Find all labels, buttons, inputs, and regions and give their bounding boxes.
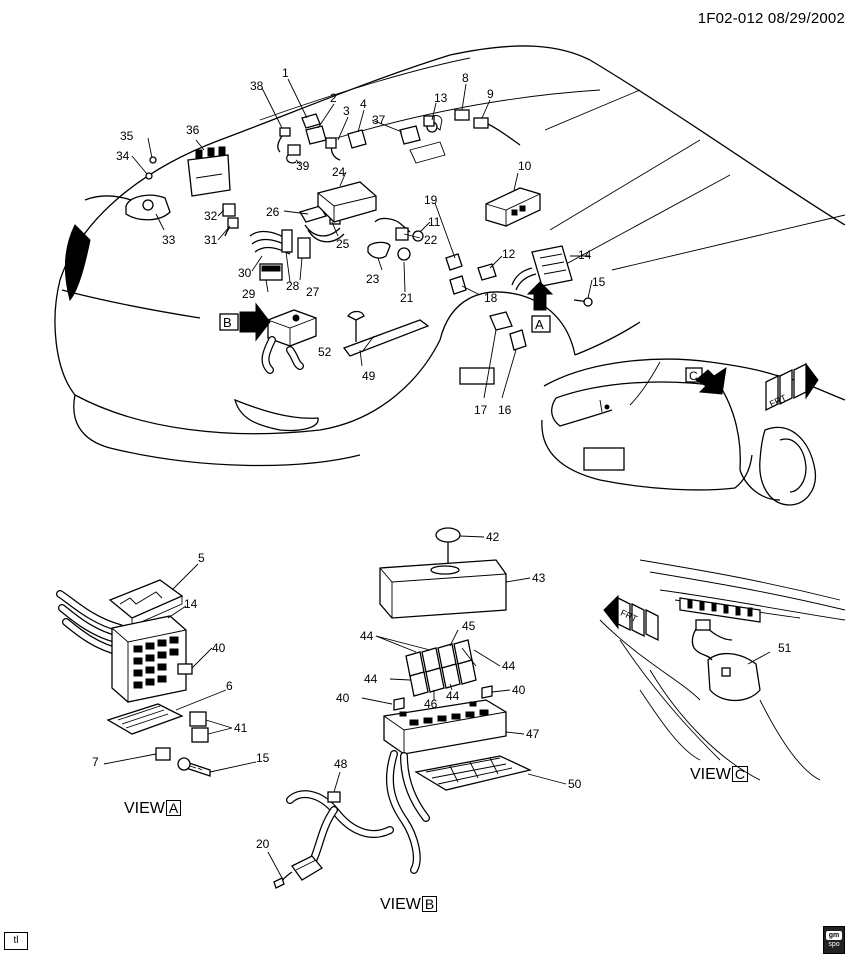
callout-42: 42 [486, 530, 500, 544]
view-a-word: VIEW [124, 800, 165, 817]
callout-44-d: 44 [446, 689, 460, 703]
callout-52: 52 [318, 345, 332, 359]
gm-logo-bottom: spo [828, 941, 840, 948]
view-a-letter: A [165, 800, 182, 816]
callout-51: 51 [778, 641, 792, 655]
arrow-a-letter: A [535, 317, 544, 332]
callout-44-b: 44 [502, 659, 516, 673]
callout-14-view-a: 14 [184, 597, 198, 611]
callout-40-view-b-left: 40 [336, 691, 350, 705]
callout-15: 15 [592, 275, 606, 289]
callout-25: 25 [336, 237, 350, 251]
arrow-b-locator [219, 302, 271, 342]
view-b-leader-lines [267, 535, 567, 879]
car-rear-illustration [541, 358, 846, 506]
callout-45: 45 [462, 619, 476, 633]
view-a-leader-lines [103, 563, 257, 773]
car-front-illustration [54, 45, 846, 467]
callout-38: 38 [250, 79, 264, 93]
callout-12: 12 [502, 247, 516, 261]
callout-43: 43 [532, 571, 546, 585]
view-b-relays [405, 639, 477, 697]
view-c-illustration [599, 559, 846, 781]
callout-7: 7 [92, 755, 99, 769]
diagram-date: 08/29/2002 [767, 10, 845, 27]
callout-49: 49 [362, 369, 376, 383]
footer-tag: tl [4, 932, 28, 950]
callout-labels-main: 1 2 3 4 8 9 10 11 12 13 14 15 16 17 18 1… [116, 66, 606, 417]
callout-44-a: 44 [360, 629, 374, 643]
callout-37: 37 [372, 113, 386, 127]
view-c-slots [687, 599, 753, 617]
gm-spo-logo: gm spo [823, 926, 845, 954]
view-a-illustration [56, 579, 211, 777]
callout-35: 35 [120, 129, 134, 143]
callout-36: 36 [186, 123, 200, 137]
view-b-word: VIEW [380, 896, 421, 913]
callout-8: 8 [462, 71, 469, 85]
gm-logo-top: gm [826, 931, 842, 940]
callout-26: 26 [266, 205, 280, 219]
view-b-block-slots [399, 701, 489, 726]
callout-24: 24 [332, 165, 346, 179]
callout-labels-view-b: 42 43 44 45 44 44 46 44 40 40 47 48 50 2… [256, 530, 582, 851]
callout-44-c: 44 [364, 672, 378, 686]
callout-50: 50 [568, 777, 582, 791]
callout-18: 18 [484, 291, 498, 305]
main-leader-lines [131, 78, 593, 399]
callout-27: 27 [306, 285, 320, 299]
diagram-code: 1F02-012 08/29/2002 [698, 10, 845, 27]
callout-17: 17 [474, 403, 488, 417]
arrow-b-letter: B [223, 315, 232, 330]
callout-46: 46 [424, 697, 438, 711]
callout-31: 31 [204, 233, 218, 247]
callout-29: 29 [242, 287, 256, 301]
main-parts [125, 109, 593, 374]
callout-20: 20 [256, 837, 270, 851]
callout-40-view-a: 40 [212, 641, 226, 655]
callout-labels-view-a: 5 14 40 6 41 7 15 [92, 551, 270, 769]
callout-5: 5 [198, 551, 205, 565]
callout-10: 10 [518, 159, 532, 173]
callout-30: 30 [238, 266, 252, 280]
callout-3: 3 [343, 104, 350, 118]
callout-28: 28 [286, 279, 300, 293]
callout-labels-view-c: 51 [778, 641, 792, 655]
arrow-a-locator [526, 281, 554, 333]
diagram-id: 1F02-012 [697, 10, 764, 27]
callout-19: 19 [424, 193, 438, 207]
callout-32: 32 [204, 209, 218, 223]
view-a-block-cells [133, 636, 179, 689]
callout-11: 11 [428, 215, 441, 229]
callout-23: 23 [366, 272, 380, 286]
callout-47: 47 [526, 727, 540, 741]
callout-2: 2 [330, 91, 337, 105]
view-c-letter: C [731, 766, 749, 782]
callout-40-view-b-right: 40 [512, 683, 526, 697]
callout-34: 34 [116, 149, 130, 163]
view-c-word: VIEW [690, 766, 731, 783]
callout-16: 16 [498, 403, 512, 417]
callout-41: 41 [234, 721, 248, 735]
callout-33: 33 [162, 233, 176, 247]
callout-39: 39 [296, 159, 310, 173]
callout-21: 21 [400, 291, 414, 305]
callout-15-view-a: 15 [256, 751, 270, 765]
callout-4: 4 [360, 97, 367, 111]
callout-9: 9 [487, 87, 494, 101]
view-b-letter: B [421, 896, 438, 912]
callout-6: 6 [226, 679, 233, 693]
callout-48: 48 [334, 757, 348, 771]
callout-14: 14 [578, 248, 592, 262]
callout-22: 22 [424, 233, 438, 247]
arrow-c-letter: C [689, 369, 698, 383]
callout-13: 13 [434, 91, 448, 105]
view-b-illustration [273, 527, 532, 889]
callout-1: 1 [282, 66, 289, 80]
